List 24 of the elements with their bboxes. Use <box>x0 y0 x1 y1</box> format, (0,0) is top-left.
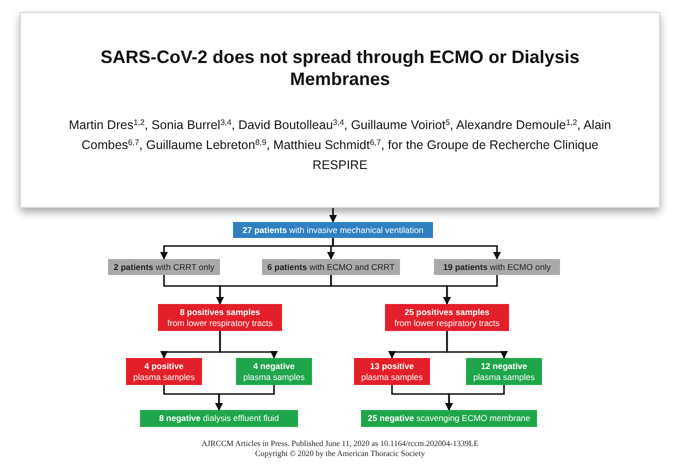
footer-note: AJRCCM Articles in Press. Published June 11, 2020 as 10.1164/rccm.202004-1339LE <box>202 439 478 449</box>
result-box: 4 positive plasma samples <box>126 358 202 385</box>
connector-arrow <box>446 331 508 359</box>
result-box: 8 negative dialysis effluent fluid <box>140 410 298 427</box>
group-box: 19 patients with ECMO only <box>434 259 560 275</box>
paper-title: SARS-CoV-2 does not spread through ECMO or Dialysis Membranes <box>99 46 581 90</box>
connector-arrow <box>329 208 337 223</box>
author-list: Martin Dres$^{1,2}$, Sonia Burrel$^{3,4}$, David Boutolleau$^{3,4}$, Guillaume Voiriot$^{5}$, Alexandre Demoule$^{1,2}$, Alain Combes$^{6,7}$, Guillaume Lebreton$^{8,9}$, Matthieu Schmidt$^{6,7}$, for the Groupe de Recherche Clinique RESPIRE <box>60 114 620 174</box>
result-box: 12 negative plasma samples <box>466 358 542 385</box>
group-box: 2 patients with CRRT only <box>108 259 220 275</box>
connector-arrow <box>332 238 501 260</box>
result-box: 25 negative scavenging ECMO membrane <box>361 410 537 427</box>
connector-arrow <box>445 385 505 411</box>
result-box: 25 positives samples from lower respiratory tracts <box>385 304 509 331</box>
result-box: 4 negative plasma samples <box>236 358 312 385</box>
footer-note: Copyright © 2020 by the American Thoracic Society <box>255 448 425 458</box>
result-box: 8 positives samples from lower respiratory tracts <box>158 304 282 331</box>
connector-arrow <box>215 385 275 411</box>
title-card <box>20 12 660 208</box>
result-box: 13 positive plasma samples <box>354 358 430 385</box>
connector-arrow <box>219 331 278 359</box>
group-box: 6 patients with ECMO and CRRT <box>262 259 400 275</box>
cohort-box: 27 patients with invasive mechanical ventilation <box>233 222 433 238</box>
connector-arrow <box>443 275 498 305</box>
